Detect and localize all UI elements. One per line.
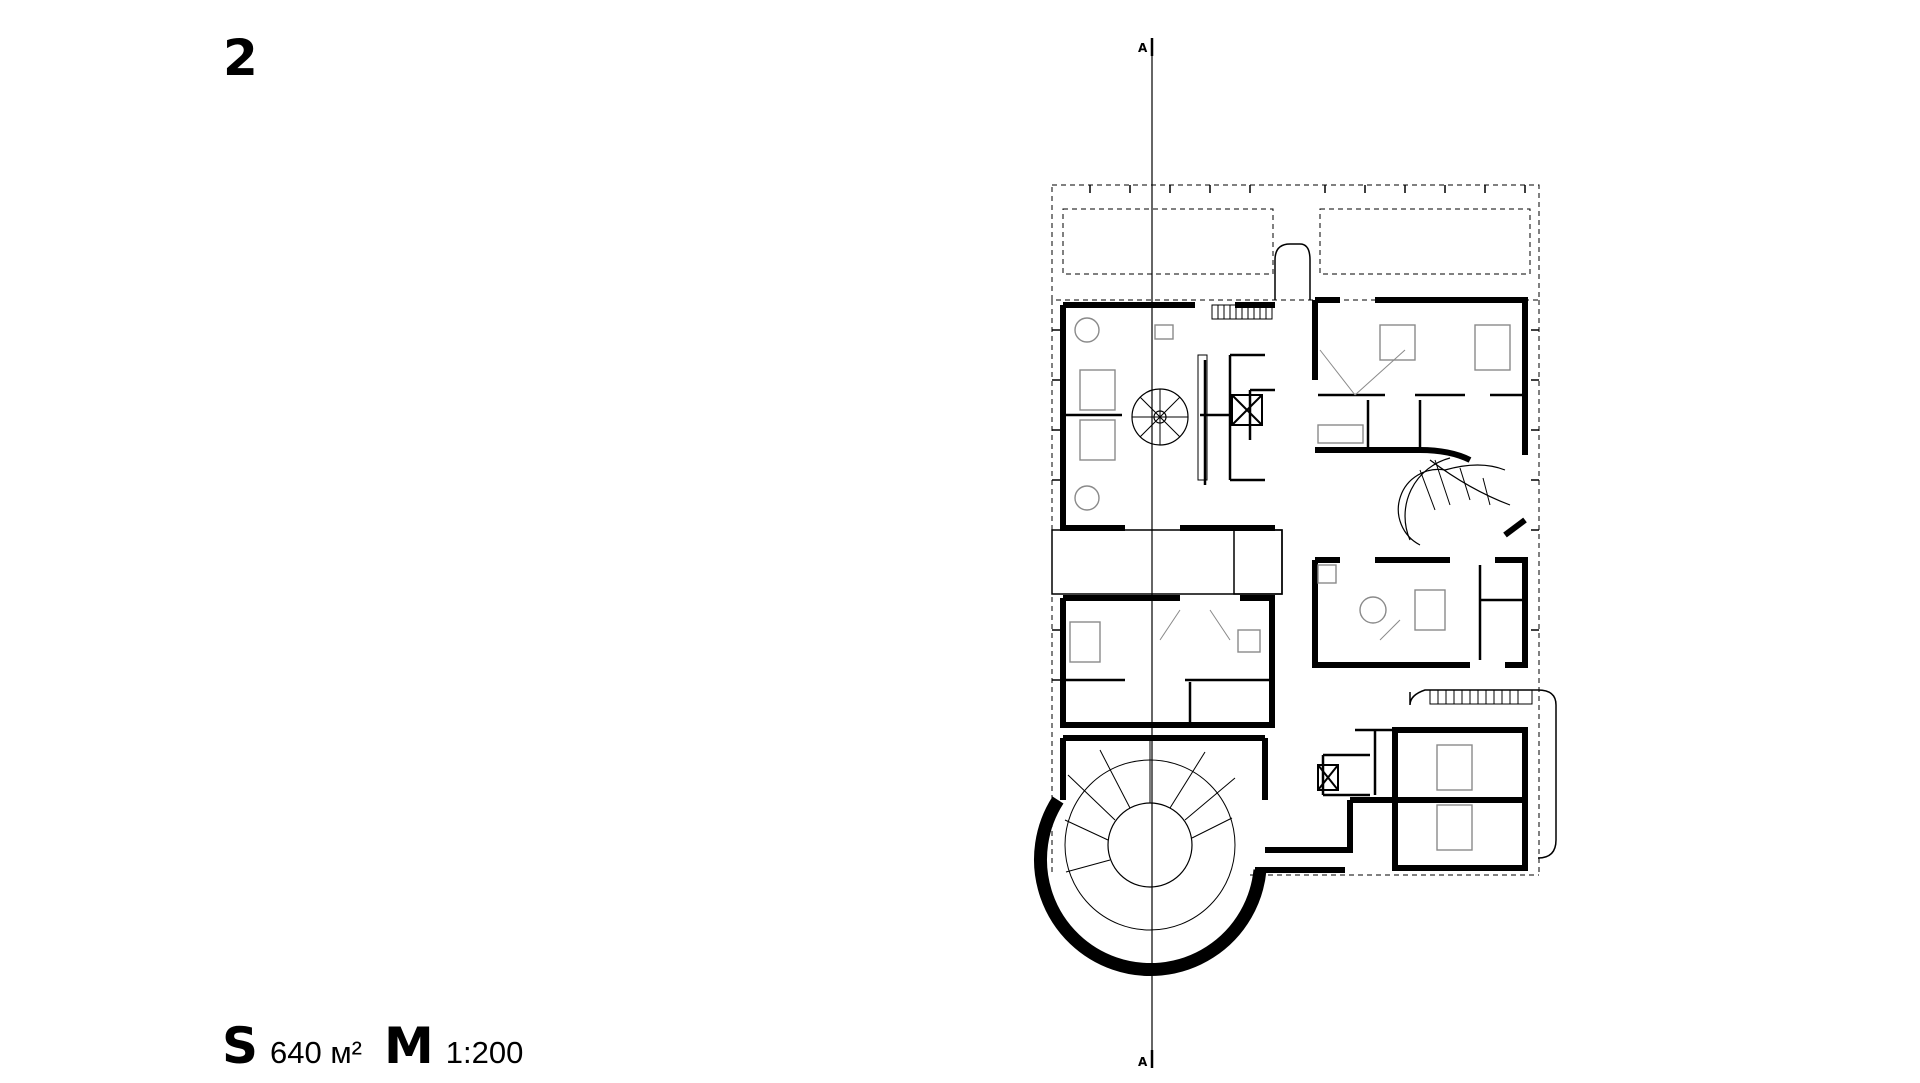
fixture-lines <box>1159 349 1406 641</box>
bed-icon <box>1079 369 1116 411</box>
partitions <box>1065 353 1522 797</box>
scale-value: 1:200 <box>445 1035 524 1070</box>
furniture <box>1069 317 1511 851</box>
corridor <box>1051 243 1557 859</box>
armchair-icon <box>1237 629 1261 653</box>
bed-icon <box>1069 621 1101 663</box>
bed-icon <box>1379 324 1416 361</box>
section-label-top: A <box>1138 41 1148 55</box>
walls <box>1060 297 1528 873</box>
section-label-bottom: A <box>1138 1055 1148 1069</box>
spiral-stair-left <box>1131 388 1189 446</box>
armchair-icon <box>1074 317 1100 343</box>
armchair-icon <box>1359 596 1387 624</box>
area-key: S <box>222 1017 259 1075</box>
floor-number: 2 <box>223 29 258 87</box>
bed-icon <box>1079 419 1116 461</box>
armchair-icon <box>1074 485 1100 511</box>
bed-icon <box>1436 804 1473 851</box>
bathtub-icon <box>1317 424 1364 444</box>
scale-key: M <box>384 1017 434 1075</box>
stair-tower <box>1034 738 1267 977</box>
bed-icon <box>1414 589 1446 631</box>
railing-pattern <box>1197 304 1533 705</box>
plan-stats: S 640 м² M 1:200 <box>222 1016 523 1076</box>
section-line: A A <box>1138 38 1154 1069</box>
bed-icon <box>1474 324 1511 371</box>
curved-stair-right <box>1397 457 1511 546</box>
desk-icon <box>1154 324 1174 340</box>
armchair-icon <box>1317 564 1337 584</box>
area-value: 640 м² <box>270 1035 362 1070</box>
railing-ticks <box>1052 185 1539 681</box>
terrace-outline <box>1051 184 1540 876</box>
bed-icon <box>1436 744 1473 791</box>
elevator <box>1231 394 1339 791</box>
